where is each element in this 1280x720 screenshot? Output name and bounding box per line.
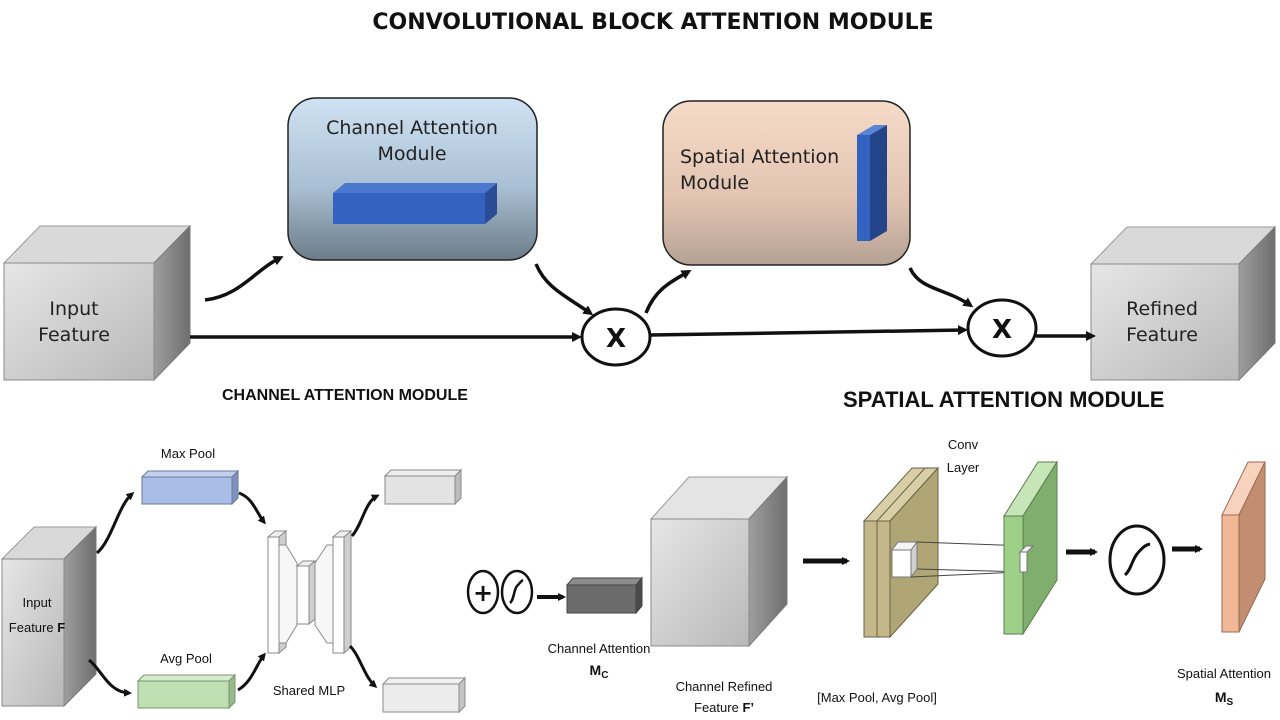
input-feature-cube: Input Feature	[2, 224, 192, 382]
spatial-module-label-2: Module	[680, 172, 749, 194]
mlp-output-top	[383, 468, 463, 506]
channel-attention-mc: MC	[590, 662, 609, 681]
channel-module-label-1: Channel Attention	[326, 117, 498, 139]
channel-attention-module-box: Channel Attention Module	[287, 97, 538, 261]
input-feature-label-2: Feature	[38, 324, 110, 346]
spatial-map-bar	[857, 125, 887, 241]
multiply-symbol-1: X	[606, 324, 626, 354]
channel-refined-label-1: Channel Refined	[676, 679, 773, 694]
spatial-attention-label: Spatial Attention	[1177, 666, 1271, 681]
arrow-channel-to-multiply-1	[534, 263, 594, 316]
top-arrows	[190, 256, 1096, 342]
plus-circle: +	[466, 569, 500, 615]
channel-module-label-2: Module	[377, 143, 446, 165]
channel-refined-feature-cube	[649, 475, 789, 648]
shared-mlp-label: Shared MLP	[273, 683, 345, 698]
spatial-module-label-1: Spatial Attention	[680, 146, 839, 168]
avg-pool-label: Avg Pool	[160, 651, 212, 666]
max-pool-box	[140, 469, 240, 506]
refined-feature-cube: Refined Feature	[1089, 225, 1277, 382]
spatial-attention-module-box: Spatial Attention Module	[662, 100, 911, 266]
input-f-label-1: Input	[23, 595, 52, 610]
refined-feature-label-2: Feature	[1126, 324, 1198, 346]
shared-mlp	[266, 529, 353, 655]
plus-symbol: +	[473, 579, 493, 607]
max-pool-label: Max Pool	[161, 446, 215, 461]
spatial-attention-ms: MS	[1215, 689, 1234, 708]
diagram-title: CONVOLUTIONAL BLOCK ATTENTION MODULE	[372, 10, 933, 35]
multiply-circle-2: X	[966, 298, 1038, 358]
spatial-attention-ms-map	[1221, 461, 1266, 633]
multiply-symbol-2: X	[992, 315, 1012, 345]
input-feature-label-1: Input	[49, 298, 98, 320]
sigmoid-circle-large	[1108, 524, 1166, 596]
multiply-circle-1: X	[580, 307, 652, 367]
channel-vector-bar	[333, 183, 497, 224]
channel-detail-arrows	[88, 491, 380, 697]
arrow-multiply-1-to-spatial	[644, 270, 692, 314]
channel-attention-label: Channel Attention	[548, 641, 651, 656]
conv-output-map	[1003, 460, 1058, 636]
conv-layer-label-2: Layer	[947, 460, 980, 475]
pool-label: [Max Pool, Avg Pool]	[817, 690, 937, 705]
refined-feature-label-1: Refined	[1126, 298, 1198, 320]
sigmoid-circle-small	[500, 569, 534, 615]
spatial-section-heading: SPATIAL ATTENTION MODULE	[843, 387, 1164, 412]
arrow-spatial-to-multiply-2	[908, 267, 974, 308]
pool-feature-maps	[862, 466, 940, 639]
arrow-multiply-1-to-multiply-2	[649, 325, 968, 337]
input-f-label-2: Feature F	[9, 620, 65, 635]
mlp-output-bottom	[381, 676, 467, 714]
arrow-input-to-channel	[204, 256, 284, 302]
channel-refined-label-2: Feature F’	[694, 700, 754, 715]
conv-layer-label-1: Conv	[948, 437, 979, 452]
avg-pool-box	[136, 673, 237, 710]
channel-section-heading: CHANNEL ATTENTION MODULE	[222, 387, 468, 404]
channel-attention-mc-box	[565, 576, 644, 615]
input-feature-f-cube: Input Feature F	[0, 525, 98, 708]
